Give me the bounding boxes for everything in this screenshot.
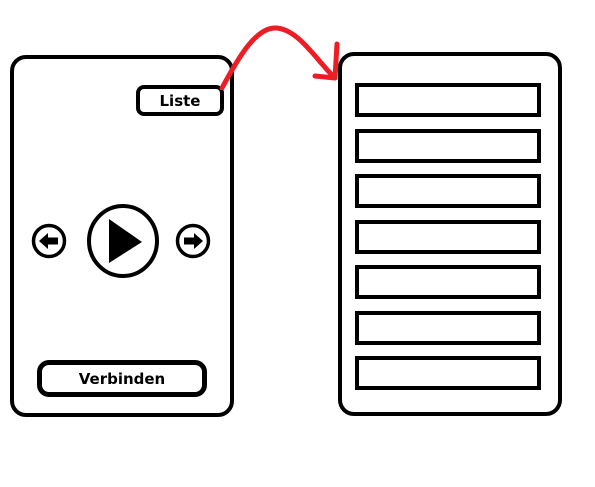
play-icon — [87, 204, 159, 278]
list-item[interactable] — [355, 356, 541, 390]
previous-button[interactable] — [31, 223, 67, 259]
list-item[interactable] — [355, 220, 541, 254]
list-item[interactable] — [355, 311, 541, 345]
next-button[interactable] — [175, 223, 211, 259]
list-item[interactable] — [355, 83, 541, 117]
list-item[interactable] — [355, 265, 541, 299]
list-item[interactable] — [355, 174, 541, 208]
connect-button[interactable]: Verbinden — [37, 360, 207, 397]
play-button[interactable] — [86, 203, 160, 279]
arrow-left-icon — [31, 223, 67, 259]
navigation-arrow-icon — [219, 25, 340, 90]
list-item[interactable] — [355, 129, 541, 163]
list-button[interactable]: Liste — [136, 85, 224, 116]
arrow-right-icon — [175, 223, 211, 259]
